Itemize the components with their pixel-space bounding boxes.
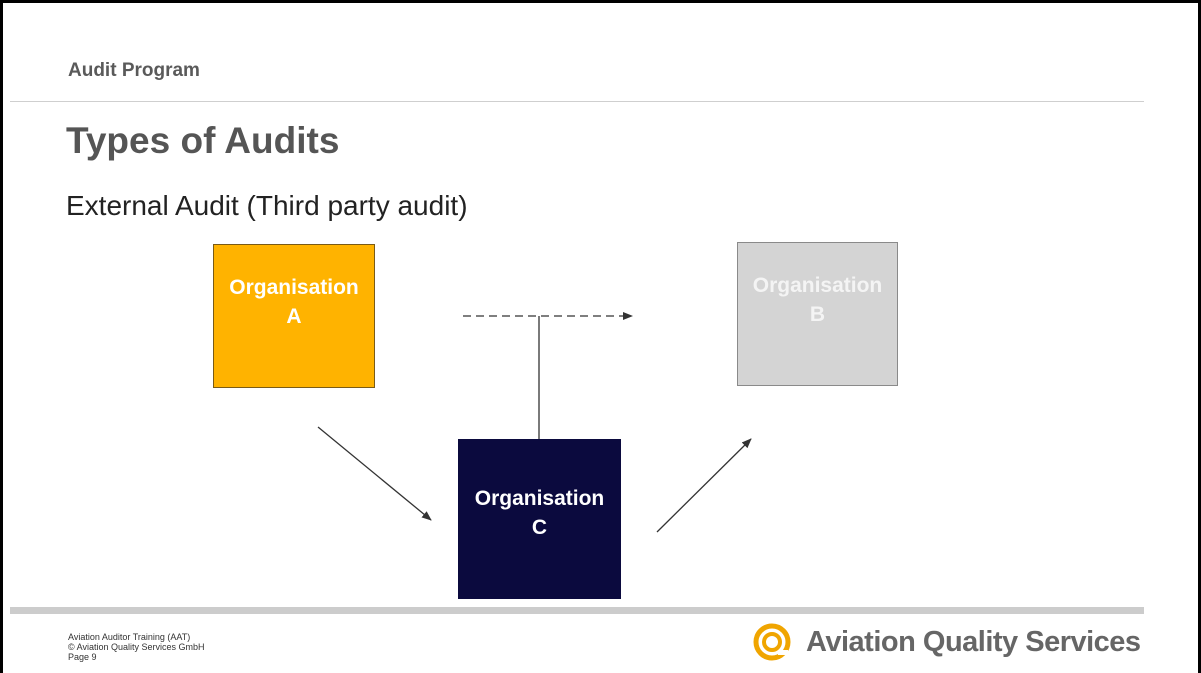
- aqs-ring-logo-icon: [753, 623, 791, 661]
- header-divider: [10, 101, 1144, 102]
- organisation-b-letter: B: [809, 303, 826, 326]
- footer-course: Aviation Auditor Training (AAT): [68, 632, 191, 642]
- organisation-b-label: Organisation: [752, 274, 883, 297]
- organisation-a-label: Organisation: [229, 276, 359, 299]
- footer-page-number: Page 9: [68, 652, 97, 662]
- section-label: Audit Program: [68, 60, 200, 81]
- company-logo: Aviation Quality Services: [752, 622, 1141, 662]
- organisation-a-letter: A: [286, 305, 302, 328]
- organisation-c-box: Organisation C: [458, 439, 621, 599]
- footer-copyright: © Aviation Quality Services GmbH: [68, 642, 205, 652]
- arrow-a-to-c: [317, 426, 432, 521]
- organisation-a-box: Organisation A: [213, 244, 375, 388]
- slide-title: Types of Audits: [66, 120, 340, 161]
- logo-text: Aviation Quality Services: [806, 625, 1141, 658]
- organisation-b-box: Organisation B: [737, 242, 898, 386]
- footer-divider: [10, 607, 1144, 614]
- organisation-c-label: Organisation: [474, 487, 605, 510]
- arrow-c-to-b: [656, 438, 752, 533]
- organisation-c-letter: C: [531, 516, 548, 539]
- footer-info: Aviation Auditor Training (AAT) © Aviati…: [68, 632, 205, 662]
- slide-subtitle: External Audit (Third party audit): [66, 190, 468, 221]
